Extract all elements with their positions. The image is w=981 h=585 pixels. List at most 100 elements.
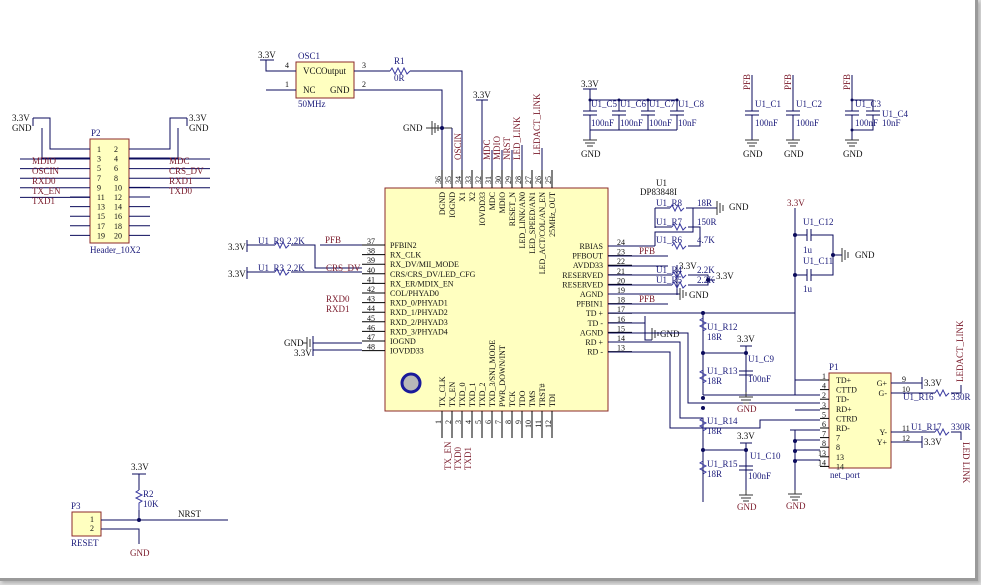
u1-pin-number: 5 — [474, 420, 483, 424]
p3-pin1: 1 — [90, 515, 94, 524]
u1-pin-number: 6 — [484, 420, 493, 424]
p1-pin-number: 10 — [902, 385, 910, 394]
p2-pin-number: 2 — [114, 145, 118, 154]
u1-r13-ref: U1_R13 — [707, 366, 738, 376]
p1-g-3v3: 3.3V — [924, 378, 942, 388]
u1-pin-number: 26 — [534, 176, 543, 184]
u1-value: DP83848I — [640, 187, 677, 197]
osc1-value: 50MHz — [298, 99, 326, 109]
u1-c10-ref: U1_C10 — [750, 451, 781, 461]
r2-ref: R2 — [143, 489, 154, 499]
u1-pin-number: 11 — [534, 420, 543, 428]
u1-r9-resistor — [274, 240, 290, 250]
gnd-icon — [845, 139, 859, 147]
net-tx-en: TX_EN — [32, 186, 61, 196]
net-crs-dv: CRS_DV — [169, 166, 204, 176]
u1-pin-number: 46 — [367, 323, 375, 332]
cap-bus-wires — [583, 88, 677, 140]
gnd-icon — [786, 139, 800, 147]
r6-r7-wires — [655, 226, 701, 247]
net-rxd1-left: RXD1 — [326, 304, 350, 314]
agnd2-gnd-label: GND — [660, 329, 680, 339]
u1-pin-number: 47 — [367, 333, 375, 342]
u1-r6-value: 4.7K — [697, 235, 715, 245]
u1-pin-number: 24 — [617, 238, 625, 247]
junction — [588, 98, 592, 102]
u1-pin-name: PFBIN2 — [390, 241, 417, 250]
u1-r15-ref: U1_R15 — [707, 459, 738, 469]
u1-pin-name: TXD_3/SNI_MODE — [488, 340, 497, 407]
osc1-ref: OSC1 — [298, 51, 320, 61]
u1-pin-number: 16 — [617, 315, 625, 324]
c11-c12-plates — [806, 229, 812, 281]
u1-pin-number: 37 — [367, 237, 375, 246]
u1-pin-number: 33 — [464, 176, 473, 184]
p1-ref: P1 — [829, 362, 839, 372]
u1-pin-name: TDO — [518, 390, 527, 407]
junction — [793, 449, 797, 453]
u1-pin-number: 12 — [544, 420, 553, 428]
u1-pin-number: 22 — [617, 257, 625, 266]
u1-r4-value: 2.2K — [697, 265, 715, 275]
osc1-pin4: 4 — [285, 61, 289, 70]
u1-body — [384, 187, 609, 412]
u1-pin-number: 29 — [504, 176, 513, 184]
p1-value: net_port — [830, 470, 860, 480]
p1-pin-name: 7 — [836, 434, 840, 443]
u1-top-gnd-label: GND — [403, 123, 423, 133]
cap-ref: U1_C8 — [678, 99, 705, 109]
capacitor-symbol — [583, 100, 597, 130]
u1-r3-value: 2.2K — [287, 263, 305, 273]
u1-left-3v3-label: 3.3V — [294, 348, 312, 358]
junction — [646, 98, 650, 102]
u1-pin-number: 13 — [617, 344, 625, 353]
u1-pin-name: LED_SPEED/AN1 — [528, 192, 537, 254]
u1-pin-number: 27 — [524, 176, 533, 184]
u1-pin-number: 45 — [367, 314, 375, 323]
p2-pin-number: 9 — [97, 183, 101, 192]
p1-pin-number: 9 — [902, 375, 906, 384]
cap-ref: U1_C2 — [796, 99, 822, 109]
u1-r17-ref: U1_R17 — [911, 422, 942, 432]
net-nrst: NRST — [178, 509, 202, 519]
u1-pin-name: LED_LINK/AN0 — [518, 192, 527, 248]
capacitor-symbol — [641, 100, 655, 130]
net-pfb-right-23: PFB — [639, 246, 655, 256]
p1-pin-number: 3 — [822, 401, 826, 410]
pfbout-wires — [608, 255, 668, 267]
u1-r13-value: 18R — [707, 376, 722, 386]
p1-pin-name: CTTD — [836, 386, 857, 395]
junction — [137, 518, 141, 522]
u1-pin-name: RXD_1/PHYAD2 — [390, 308, 448, 317]
u1-pin-number: 17 — [617, 305, 625, 314]
p2-right-power-wires — [129, 117, 188, 159]
u1-pin-name: MDIO — [498, 192, 507, 214]
u1-c12-ref: U1_C12 — [803, 217, 834, 227]
u1-pin-number: 38 — [367, 247, 375, 256]
net-mdc-top: MDC — [482, 139, 492, 160]
p1-pin-number: 8 — [822, 439, 826, 448]
r3-3v3-label: 3.3V — [228, 269, 246, 279]
net-rxd1: RXD1 — [169, 176, 193, 186]
termination-network[interactable]: U1_R12 18R U1_R13 18R 3.3V U1_C9 100nF G… — [608, 311, 820, 512]
p2-pin-number: 8 — [114, 174, 118, 183]
net-led-link-top: LED_LINK — [512, 116, 522, 160]
p3-reset[interactable]: P3 RESET 1 2 R2 10K 3.3V GND NRST — [71, 462, 228, 558]
p2-pin-number: 4 — [114, 155, 118, 164]
junction — [744, 448, 748, 452]
p1-pin-number: 2 — [822, 391, 826, 400]
p2-header[interactable]: P2 Header_10X2 1357911131517192468101214… — [12, 113, 210, 255]
u1-pin-name: TXD_1 — [468, 383, 477, 407]
osc1-component[interactable]: OSC1 50MHz VCC Output NC GND 4 3 1 2 3.3… — [258, 50, 463, 170]
u1-pin-name: RESERVED — [562, 271, 603, 280]
cap-pfb-label: PFB — [783, 74, 793, 90]
p1-pin-name: Y- — [879, 428, 887, 437]
u1-pin-name: RX_CLK — [390, 251, 421, 260]
osc1-pin-output: Output — [321, 66, 347, 76]
u1-pin-name: X1 — [458, 192, 467, 202]
u1-pin-name: RESET_N — [508, 192, 517, 226]
p2-pin-number: 13 — [97, 203, 105, 212]
p3-value: RESET — [71, 538, 99, 548]
